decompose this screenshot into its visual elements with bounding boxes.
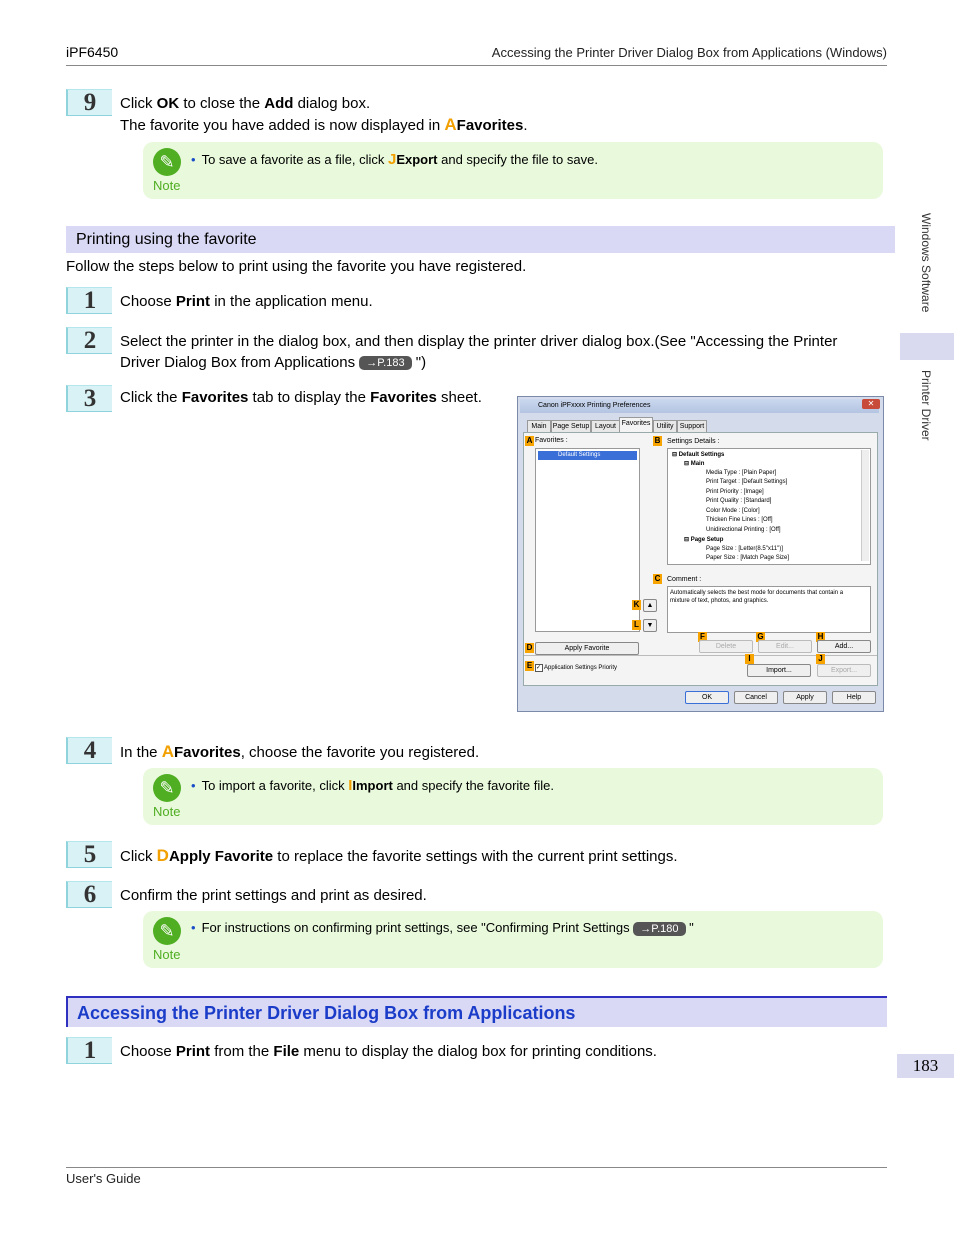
page-ref-link[interactable]: →P.183 [359, 356, 412, 371]
step-number: 1 [66, 1037, 112, 1064]
page-ref-link[interactable]: →P.180 [633, 921, 686, 936]
step-number: 6 [66, 881, 112, 908]
pencil-check-icon: ✎ [153, 774, 181, 802]
step-text: Confirm the print settings and print as … [120, 887, 427, 904]
side-section: Windows Software [919, 213, 933, 313]
tag-a: A [525, 436, 534, 446]
app-priority-label: Application Settings Priority [544, 665, 618, 671]
export-button[interactable]: Export... [817, 664, 871, 677]
help-button[interactable]: Help [832, 691, 876, 704]
subsection-heading: Printing using the favorite [66, 226, 895, 253]
step-number: 3 [66, 385, 112, 412]
step-number: 2 [66, 327, 112, 354]
tag-k: K [632, 600, 641, 610]
apply-favorite-button[interactable]: Apply Favorite [535, 642, 639, 655]
step-text: Choose Print from the File menu to displ… [120, 1043, 657, 1060]
page-number: 183 [897, 1054, 954, 1078]
pencil-check-icon: ✎ [153, 917, 181, 945]
printing-preferences-dialog: Canon iPFxxxx Printing Preferences ✕ Mai… [517, 396, 884, 712]
side-subsection: Printer Driver [919, 370, 933, 441]
favorite-item[interactable]: Default Settings [538, 451, 637, 460]
import-button[interactable]: Import... [747, 664, 811, 677]
section-heading: Accessing the Printer Driver Dialog Box … [66, 996, 887, 1027]
close-icon[interactable]: ✕ [862, 399, 880, 409]
tag-h: H [816, 632, 825, 642]
favorites-list[interactable]: Default Settings [535, 448, 640, 632]
tag-c: C [653, 574, 662, 584]
tag-l: L [632, 620, 641, 630]
header-title: Accessing the Printer Driver Dialog Box … [491, 45, 887, 60]
step-number: 9 [66, 89, 112, 116]
note-box: ✎ Note •To save a favorite as a file, cl… [143, 142, 883, 199]
tag-d: D [525, 643, 534, 653]
step-number: 1 [66, 287, 112, 314]
move-down-icon[interactable]: ▼ [643, 619, 657, 632]
move-up-icon[interactable]: ▲ [643, 599, 657, 612]
app-priority-checkbox[interactable]: ✓ [535, 664, 543, 672]
note-label: Note [153, 947, 181, 962]
note-box: ✎ Note •For instructions on confirming p… [143, 911, 883, 968]
pencil-check-icon: ✎ [153, 148, 181, 176]
tag-e: E [525, 661, 534, 671]
footer-text: User's Guide [66, 1171, 141, 1186]
header-rule [66, 65, 887, 66]
step-text: Click OK to close the Add dialog box. Th… [120, 95, 528, 134]
delete-button[interactable]: Delete [699, 640, 753, 653]
step-text: Choose Print in the application menu. [120, 293, 373, 310]
divider [524, 655, 877, 656]
tag-i: I [745, 654, 754, 664]
step-text: Select the printer in the dialog box, an… [120, 333, 838, 371]
scrollbar[interactable] [861, 450, 869, 561]
note-text: •For instructions on confirming print se… [191, 920, 694, 936]
side-tab-marker [900, 333, 954, 360]
step-text: In the AFavorites, choose the favorite y… [120, 742, 480, 761]
tag-j: J [816, 654, 825, 664]
dialog-titlebar: Canon iPFxxxx Printing Preferences [520, 399, 879, 413]
note-text: •To save a favorite as a file, click JEx… [191, 151, 598, 168]
intro-text: Follow the steps below to print using th… [66, 258, 527, 275]
edit-button[interactable]: Edit... [758, 640, 812, 653]
note-label: Note [153, 178, 181, 193]
note-text: •To import a favorite, click IImport and… [191, 777, 554, 794]
note-label: Note [153, 804, 181, 819]
dialog-body: A Favorites : Default Settings B Setting… [523, 432, 878, 686]
comment-label: Comment : [667, 576, 702, 583]
settings-details-tree[interactable]: ⊟ Default Settings ⊟ Main Media Type : [… [667, 448, 871, 565]
tab-favorites[interactable]: Favorites [619, 417, 653, 432]
favorites-label: Favorites : [535, 437, 568, 444]
step-number: 4 [66, 737, 112, 764]
apply-button[interactable]: Apply [783, 691, 827, 704]
tag-b: B [653, 436, 662, 446]
footer-rule [66, 1167, 887, 1168]
note-box: ✎ Note •To import a favorite, click IImp… [143, 768, 883, 825]
add-button[interactable]: Add... [817, 640, 871, 653]
step-text: Click the Favorites tab to display the F… [120, 389, 482, 406]
step-number: 5 [66, 841, 112, 868]
settings-details-label: Settings Details : [667, 438, 720, 445]
step-text: Click DApply Favorite to replace the fav… [120, 846, 678, 865]
label-tag: A [444, 115, 457, 134]
cancel-button[interactable]: Cancel [734, 691, 778, 704]
tag-g: G [756, 632, 765, 642]
comment-box[interactable]: Automatically selects the best mode for … [667, 586, 871, 633]
header-product: iPF6450 [66, 44, 119, 60]
tag-f: F [698, 632, 707, 642]
ok-button[interactable]: OK [685, 691, 729, 704]
